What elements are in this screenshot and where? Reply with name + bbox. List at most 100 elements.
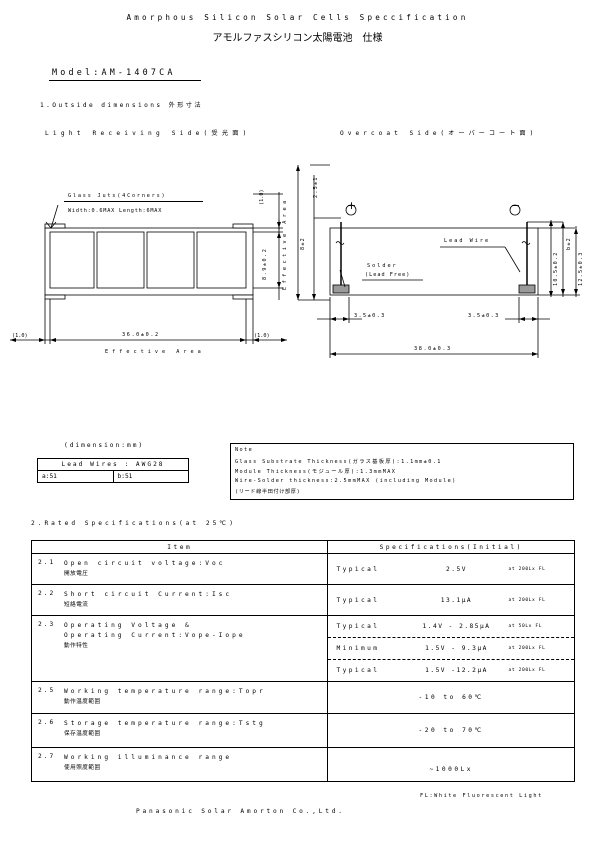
spec-type: Typical bbox=[336, 565, 380, 573]
glass-juts-size: Width:0.6MAX Length:6MAX bbox=[68, 208, 163, 214]
footnote-fl: FL:White Fluorescent Light bbox=[420, 793, 543, 799]
spec-value: 13.1μA bbox=[440, 596, 473, 604]
dim-right-b: b±2 bbox=[566, 237, 572, 250]
spec-value: -20 to 70℃ bbox=[327, 713, 575, 748]
col-header-spec: Specifications(Initial) bbox=[327, 540, 575, 554]
spec-value: 1.4V - 2.85μA bbox=[422, 623, 491, 630]
dim-pad-right: 3.5±0.3 bbox=[468, 313, 500, 319]
dim-effective-width: 36.0±0.2 bbox=[122, 332, 160, 338]
row-number: 2.1 bbox=[31, 553, 64, 585]
glass-juts-label: Glass Juts(4Corners) bbox=[68, 193, 167, 199]
spec-condition: at 200Lx FL bbox=[508, 597, 546, 603]
spec-type: Typical bbox=[336, 596, 380, 604]
dim-right-gap: (1.0) bbox=[254, 333, 270, 339]
row-number: 2.3 bbox=[31, 615, 64, 682]
minus-terminal-circle bbox=[509, 204, 521, 216]
glass-juts-underline bbox=[64, 201, 203, 202]
spec-condition: at 200Lx FL bbox=[508, 668, 546, 673]
row-item: Open circuit voltage:Voc bbox=[64, 560, 226, 567]
minus-terminal-symbol: − bbox=[510, 199, 521, 212]
spec-value: 1.5V -12.2μA bbox=[425, 667, 488, 674]
spec-row-2-3: 2.3 Operating Voltage & Operating Curren… bbox=[31, 615, 575, 682]
light-side-cell-4 bbox=[196, 231, 247, 289]
glass-jut-tl bbox=[44, 223, 66, 229]
lead-wire-b: b:51 bbox=[112, 470, 189, 483]
row-number: 2.2 bbox=[31, 584, 64, 616]
rated-specifications-table: Item Specifications(Initial) 2.1 Open ci… bbox=[30, 540, 575, 782]
row-number: 2.5 bbox=[31, 681, 64, 714]
solder-label: Solder bbox=[367, 263, 398, 269]
lead-free-label: (Lead Free) bbox=[365, 272, 411, 278]
row-item: Operating Voltage & bbox=[64, 622, 192, 629]
spec-row-2-7: 2.7 Working illuminance range 使用照度範囲 ~10… bbox=[31, 747, 575, 782]
effective-area-label: Effective Area bbox=[105, 349, 205, 355]
col-header-item: Item bbox=[30, 540, 329, 554]
solder-pad-left bbox=[332, 284, 350, 294]
spec-value: 2.5V bbox=[446, 565, 467, 573]
light-side-cell-2 bbox=[96, 231, 145, 289]
row-number: 2.7 bbox=[31, 747, 64, 782]
dim-effective-height: 8.9±0.2 bbox=[262, 247, 268, 280]
dim-pad-left: 3.5±0.3 bbox=[354, 313, 386, 319]
dim-top-gap: (1.0) bbox=[259, 189, 265, 205]
spec-type: Typical bbox=[336, 667, 380, 674]
row-item-jp: 短絡電流 bbox=[64, 602, 89, 608]
dim-right-outer: 12.5±0.3 bbox=[578, 251, 584, 286]
note-line-1: Glass Substrate Thickness(ガラス基板厚):1.1mm±… bbox=[235, 459, 442, 465]
note-line-2: Module Thickness(モジュール厚):1.3mmMAX bbox=[235, 469, 397, 475]
lead-wire-label: Lead Wire bbox=[444, 238, 491, 244]
note-title: Note bbox=[235, 447, 254, 453]
glass-jut-bl bbox=[44, 294, 66, 300]
row-item: Working illuminance range bbox=[64, 754, 233, 761]
spec-value: -10 to 60℃ bbox=[327, 681, 575, 714]
lead-wires-label: Lead Wires : AWG28 bbox=[37, 458, 189, 471]
spec-condition: at 200Lx FL bbox=[508, 566, 546, 572]
plus-terminal-circle bbox=[345, 204, 357, 216]
row-item-jp: 保存温度範囲 bbox=[64, 731, 101, 737]
note-line-3: Wire-Solder thickness:2.5mmMAX (includin… bbox=[235, 478, 457, 484]
row-item: Short circuit Current:Isc bbox=[64, 591, 233, 598]
glass-jut-tr bbox=[232, 223, 254, 229]
row-item-jp: 使用照度範囲 bbox=[64, 765, 101, 771]
light-side-cell-3 bbox=[146, 231, 195, 289]
row-item: Working temperature range:Topr bbox=[64, 688, 266, 695]
light-side-cell-1 bbox=[49, 231, 95, 289]
spec-type: Typical bbox=[336, 623, 380, 630]
row-number: 2.6 bbox=[31, 713, 64, 748]
section2-heading: 2.Rated Specifications(at 25℃) bbox=[31, 520, 236, 527]
spec-row-2-6: 2.6 Storage temperature range:Tstg 保存温度範… bbox=[31, 713, 575, 748]
spec-value: 1.5V - 9.3μA bbox=[425, 645, 488, 652]
spec-row-2-1: 2.1 Open circuit voltage:Voc 開放電圧 Typica… bbox=[31, 553, 575, 585]
dimension-unit: (dimension:mm) bbox=[64, 442, 145, 449]
lead-wire-a: a:51 bbox=[37, 470, 114, 483]
row-item: Storage temperature range:Tstg bbox=[64, 720, 266, 727]
spec-condition: at 200Lx FL bbox=[508, 646, 546, 651]
row-item-line-2: Operating Current:Vope-Iope bbox=[64, 632, 246, 639]
spec-value: ~1000Lx bbox=[327, 747, 575, 782]
dim-right-inner: 10.5±0.2 bbox=[553, 251, 559, 286]
light-receiving-side-label: Light Receiving Side(受光面) bbox=[45, 130, 251, 137]
light-side-module-outline bbox=[44, 227, 254, 296]
row-item-jp: 開放電圧 bbox=[64, 571, 89, 577]
lead-wires-table: Lead Wires : AWG28 a:51 b:51 bbox=[37, 458, 189, 483]
dim-wire-top: 2.5±1 bbox=[313, 176, 319, 198]
plus-terminal-symbol: + bbox=[346, 199, 357, 212]
spec-condition: at 50Lx FL bbox=[508, 624, 543, 629]
dim-left-gap: (1.0) bbox=[12, 333, 28, 339]
overcoat-module-outline bbox=[329, 227, 539, 296]
effective-area-vertical: Effective Area bbox=[282, 197, 288, 290]
dim-total-width: 38.0±0.3 bbox=[414, 346, 452, 352]
row-item-jp: 動作温度範囲 bbox=[64, 699, 101, 705]
spec-row-2-3-minimum: Minimum 1.5V - 9.3μA at 200Lx FL bbox=[32, 637, 575, 660]
company-name: Panasonic Solar Amorton Co.,Ltd. bbox=[136, 808, 345, 815]
overcoat-side-label: Overcoat Side(オーバーコート面) bbox=[340, 130, 538, 137]
section1-heading: 1.Outside dimensions 外形寸法 bbox=[40, 102, 203, 109]
document-title-jp: アモルファスシリコン太陽電池 仕様 bbox=[212, 33, 383, 44]
document-title-en: Amorphous Silicon Solar Cells Speccifica… bbox=[126, 13, 469, 22]
model-name: Model:AM-1407CA bbox=[52, 67, 176, 77]
model-underline bbox=[49, 80, 201, 81]
spec-row-2-5: 2.5 Working temperature range:Topr 動作温度範… bbox=[31, 681, 575, 714]
row-item-jp: 動作特性 bbox=[64, 643, 89, 649]
dim-overcoat-height: 8±2 bbox=[300, 237, 306, 250]
